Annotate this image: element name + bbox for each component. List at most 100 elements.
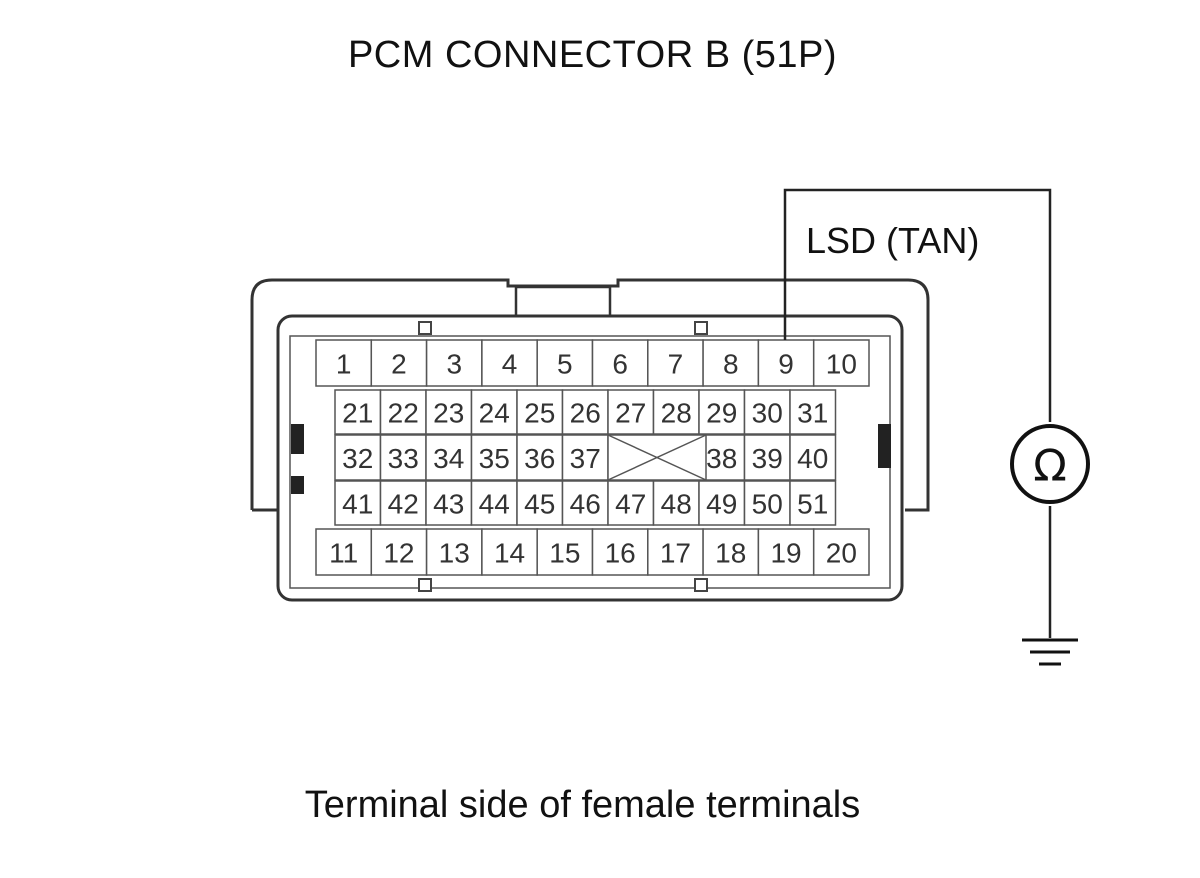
terminal-cell xyxy=(561,480,609,526)
terminal-16: 16 xyxy=(591,528,649,576)
terminal-number: 47 xyxy=(615,489,646,520)
terminal-number: 6 xyxy=(612,349,628,380)
terminal-cell xyxy=(370,339,428,387)
terminal-cell xyxy=(789,434,837,481)
terminal-number: 27 xyxy=(615,398,646,429)
terminal-cell xyxy=(789,389,837,435)
terminal-number: 32 xyxy=(342,443,373,474)
terminal-number: 51 xyxy=(797,489,828,520)
terminal-number: 23 xyxy=(433,398,464,429)
terminal-cell xyxy=(536,528,594,576)
terminal-number: 25 xyxy=(524,398,555,429)
terminal-44: 44 xyxy=(470,480,518,526)
terminal-number: 10 xyxy=(826,349,857,380)
terminal-15: 15 xyxy=(536,528,594,576)
terminal-29: 29 xyxy=(698,389,746,435)
terminal-31: 31 xyxy=(789,389,837,435)
terminal-number: 4 xyxy=(502,349,518,380)
terminal-number: 12 xyxy=(383,538,414,569)
terminal-8: 8 xyxy=(702,339,760,387)
meter-symbol: Ω xyxy=(1033,441,1067,492)
terminal-cell xyxy=(743,434,791,481)
terminal-number: 50 xyxy=(752,489,783,520)
terminal-cell xyxy=(561,434,609,481)
terminal-cell xyxy=(698,389,746,435)
terminal-43: 43 xyxy=(425,480,473,526)
terminal-number: 5 xyxy=(557,349,573,380)
terminal-cell xyxy=(516,389,564,435)
wire-label: LSD (TAN) xyxy=(806,220,980,261)
terminal-28: 28 xyxy=(652,389,700,435)
terminal-cell xyxy=(789,480,837,526)
connector-side-latch xyxy=(291,424,304,454)
terminal-number: 1 xyxy=(336,349,352,380)
terminal-39: 39 xyxy=(743,434,791,481)
terminal-cell xyxy=(652,389,700,435)
terminal-number: 38 xyxy=(706,443,737,474)
terminal-cell xyxy=(470,434,518,481)
terminal-cell xyxy=(652,480,700,526)
terminal-41: 41 xyxy=(334,480,382,526)
terminal-number: 36 xyxy=(524,443,555,474)
terminal-cell xyxy=(607,389,655,435)
terminal-number: 39 xyxy=(752,443,783,474)
terminal-12: 12 xyxy=(370,528,428,576)
terminal-2: 2 xyxy=(370,339,428,387)
terminal-46: 46 xyxy=(561,480,609,526)
ohmmeter-icon: Ω xyxy=(1010,424,1090,504)
terminal-number: 44 xyxy=(479,489,510,520)
terminal-number: 18 xyxy=(715,538,746,569)
terminal-number: 46 xyxy=(570,489,601,520)
terminal-40: 40 xyxy=(789,434,837,481)
terminal-number: 8 xyxy=(723,349,739,380)
terminal-22: 22 xyxy=(379,389,427,435)
terminal-cell xyxy=(334,389,382,435)
terminal-27: 27 xyxy=(607,389,655,435)
terminal-19: 19 xyxy=(757,528,815,576)
terminal-48: 48 xyxy=(652,480,700,526)
terminal-42: 42 xyxy=(379,480,427,526)
terminal-cell xyxy=(698,480,746,526)
terminal-number: 11 xyxy=(329,538,358,569)
terminal-number: 48 xyxy=(661,489,692,520)
terminal-18: 18 xyxy=(702,528,760,576)
terminal-25: 25 xyxy=(516,389,564,435)
blank-terminal-position xyxy=(607,434,707,481)
terminal-37: 37 xyxy=(561,434,609,481)
terminal-cell xyxy=(425,434,473,481)
terminal-cell xyxy=(481,339,538,387)
terminal-number: 14 xyxy=(494,538,525,569)
terminal-cell xyxy=(702,528,760,576)
connector-key xyxy=(418,321,432,335)
terminal-30: 30 xyxy=(743,389,791,435)
terminal-number: 30 xyxy=(752,398,783,429)
terminal-number: 28 xyxy=(661,398,692,429)
terminal-cell xyxy=(607,480,655,526)
terminal-cell xyxy=(647,528,704,576)
terminal-11: 11 xyxy=(315,528,373,576)
terminal-cell xyxy=(757,528,815,576)
terminal-cell xyxy=(379,434,427,481)
terminal-36: 36 xyxy=(516,434,564,481)
terminal-3: 3 xyxy=(425,339,483,387)
terminal-cell xyxy=(516,480,564,526)
terminal-cell xyxy=(702,339,760,387)
connector-side-latch xyxy=(878,424,891,468)
terminal-number: 21 xyxy=(342,398,373,429)
terminal-7: 7 xyxy=(647,339,704,387)
terminal-number: 29 xyxy=(706,398,737,429)
terminal-33: 33 xyxy=(379,434,427,481)
terminal-13: 13 xyxy=(425,528,483,576)
terminal-cell xyxy=(812,339,870,387)
terminal-cell xyxy=(425,480,473,526)
terminal-6: 6 xyxy=(591,339,649,387)
terminal-4: 4 xyxy=(481,339,538,387)
terminal-cell xyxy=(481,528,538,576)
terminal-45: 45 xyxy=(516,480,564,526)
terminal-14: 14 xyxy=(481,528,538,576)
terminal-17: 17 xyxy=(647,528,704,576)
terminal-number: 3 xyxy=(446,349,462,380)
terminal-21: 21 xyxy=(334,389,382,435)
terminal-9: 9 xyxy=(757,339,815,387)
terminal-32: 32 xyxy=(334,434,382,481)
